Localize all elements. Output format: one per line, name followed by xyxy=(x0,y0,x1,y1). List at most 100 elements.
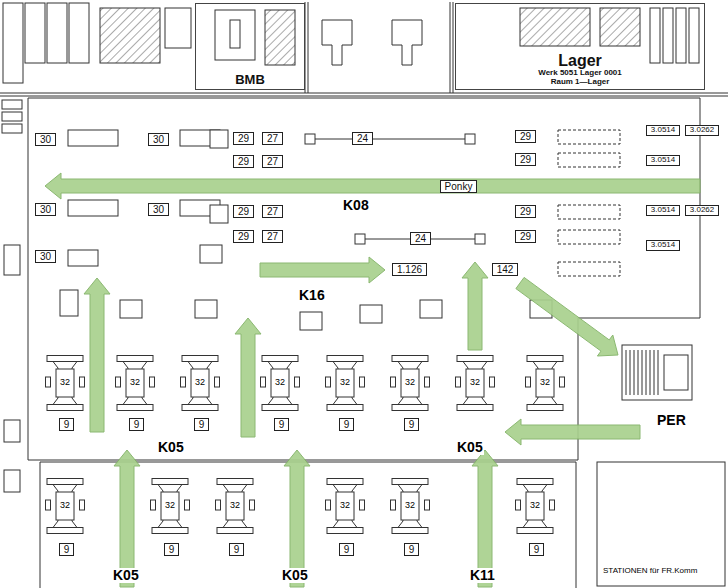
station-box: 29 xyxy=(515,205,536,218)
station-number: 27 xyxy=(267,206,278,217)
flow-label: K05 xyxy=(456,440,484,455)
machine-block xyxy=(195,300,217,318)
station-box: 9 xyxy=(229,543,244,556)
machine-block xyxy=(210,130,228,148)
station-box: 9 xyxy=(274,418,289,431)
flow-label: PER xyxy=(656,413,687,428)
station-number: 3.0262 xyxy=(690,206,714,215)
station-box: 29 xyxy=(515,130,536,143)
station-number: 3.0514 xyxy=(651,156,675,165)
hall-outline xyxy=(28,98,700,460)
callout-number: 32 xyxy=(339,501,351,511)
flow-arrow xyxy=(84,278,110,432)
area-box: LagerWerk 5051 Lager 0001Raum 1—Lager xyxy=(455,3,705,90)
flow-arrows xyxy=(45,173,700,587)
station-number: 29 xyxy=(238,231,249,242)
callout-number: 32 xyxy=(339,378,351,388)
station-number: 29 xyxy=(520,206,531,217)
flow-arrow xyxy=(505,419,640,445)
station-number: 9 xyxy=(64,419,70,430)
station-box: 29 xyxy=(515,230,536,243)
small-box xyxy=(4,420,20,442)
small-box xyxy=(2,112,22,121)
station-box: 30 xyxy=(35,250,56,263)
conveyor-end xyxy=(305,134,315,144)
callout-number: 32 xyxy=(229,501,241,511)
shelf xyxy=(69,3,89,63)
station-number: 9 xyxy=(169,544,175,555)
machine-block xyxy=(210,205,228,223)
callout-number: 32 xyxy=(274,378,286,388)
station-number: 29 xyxy=(520,154,531,165)
area-name: Werk 5051 Lager 0001 xyxy=(538,69,621,78)
callout-number: 32 xyxy=(529,501,541,511)
machine-symbol xyxy=(391,356,430,411)
station-number: 30 xyxy=(40,204,51,215)
storage-rack xyxy=(558,230,620,244)
station-box: 9 xyxy=(164,543,179,556)
station-box: 3.0514 xyxy=(646,155,680,166)
station-number: 30 xyxy=(40,251,51,262)
shelf xyxy=(47,3,67,63)
station-box: 9 xyxy=(129,418,144,431)
station-number: 142 xyxy=(497,264,514,275)
station-number: 9 xyxy=(409,544,415,555)
storage-rack xyxy=(558,262,620,276)
small-box xyxy=(4,245,20,275)
station-box: 3.0514 xyxy=(646,125,680,136)
station-box: 3.0262 xyxy=(685,125,719,136)
left-column-fixtures xyxy=(2,100,22,492)
station-box: 27 xyxy=(262,132,283,145)
station-number: 9 xyxy=(409,419,415,430)
station-box: 29 xyxy=(233,230,254,243)
station-number: 9 xyxy=(344,419,350,430)
flow-label: K16 xyxy=(298,288,326,303)
top-strip-fixtures xyxy=(3,3,699,83)
callout-number: STATIONEN für FR.Komm xyxy=(602,567,698,576)
station-box: 142 xyxy=(492,263,518,276)
station-number: 9 xyxy=(199,419,205,430)
flow-arrow xyxy=(45,173,700,199)
station-number: 9 xyxy=(64,544,70,555)
station-box: 29 xyxy=(233,132,254,145)
station-box: 3.0514 xyxy=(646,240,680,251)
machine-symbol xyxy=(151,479,190,534)
flow-label: K05 xyxy=(157,440,185,455)
callout-number: 32 xyxy=(59,378,71,388)
station-box: 9 xyxy=(339,418,354,431)
workbench xyxy=(68,130,118,146)
callout-number: 32 xyxy=(164,501,176,511)
callout-number: 32 xyxy=(59,501,71,511)
small-box xyxy=(4,470,20,492)
shelf xyxy=(676,8,686,63)
workbench xyxy=(200,245,222,263)
callout-number: 32 xyxy=(469,378,481,388)
station-number: 29 xyxy=(238,206,249,217)
station-number: 9 xyxy=(134,419,140,430)
station-box: 9 xyxy=(529,543,544,556)
station-box: Ponky xyxy=(440,180,477,193)
callout-number: 32 xyxy=(194,378,206,388)
station-box: 9 xyxy=(404,543,419,556)
station-number: 30 xyxy=(153,134,164,145)
station-number: 29 xyxy=(520,231,531,242)
storage-rack xyxy=(558,205,620,219)
wall-line xyxy=(453,2,454,93)
machine-symbol xyxy=(46,356,85,411)
station-box: 9 xyxy=(194,418,209,431)
station-number: 30 xyxy=(153,204,164,215)
station-number: 27 xyxy=(267,133,278,144)
station-number: 24 xyxy=(357,133,368,144)
area-box: BMB xyxy=(195,3,305,90)
station-number: 3.0514 xyxy=(651,241,675,250)
wall-line xyxy=(0,96,728,97)
flow-arrow xyxy=(114,450,140,587)
area-name: BMB xyxy=(235,73,265,87)
station-number: 9 xyxy=(534,544,540,555)
flow-arrow xyxy=(472,450,498,587)
callout-number: 32 xyxy=(129,378,141,388)
flow-label: K08 xyxy=(342,198,370,213)
